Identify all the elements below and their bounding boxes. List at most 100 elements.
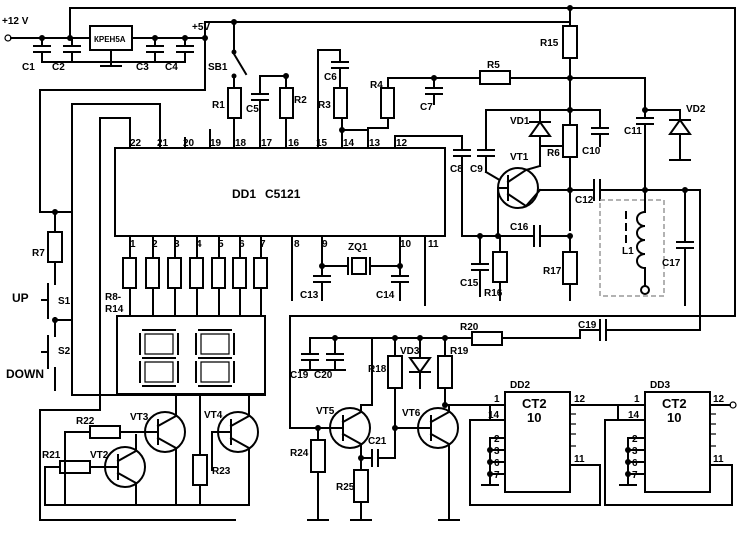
dd1-name: DD1 [232,187,256,201]
dd3-pin-14: 14 [628,410,640,421]
ic-dd2 [469,391,619,506]
capacitor-c19-coupling [579,319,701,341]
dd2-pin-14: 14 [488,410,500,421]
label-vt2: VT2 [90,450,109,461]
dd3-name: DD3 [650,380,670,391]
dd2-pin-11: 11 [574,454,585,465]
dd1-pin-18: 18 [235,138,247,149]
dd2-pin-12: 12 [574,394,586,405]
label-r22: R22 [76,416,95,427]
resistor-array-r8-r14 [122,257,268,317]
dd1-pin-3: 3 [174,239,180,250]
buttons-up-down [39,103,73,391]
label-c14: C14 [376,290,395,301]
label-r7: R7 [32,248,45,259]
dd2-name: DD2 [510,380,530,391]
label-c1: C1 [22,62,35,73]
dd1-pin-9: 9 [322,239,328,250]
inductor-l1 [599,189,665,297]
label-c8: C8 [450,164,463,175]
dd1-pin-8: 8 [294,239,300,250]
label-vt4: VT4 [204,410,223,421]
dd1-pin-1: 1 [130,239,136,250]
dd2-pin-3: 3 [494,446,500,457]
dd3-pin-2: 2 [632,434,638,445]
dd1-pin-7: 7 [260,239,266,250]
label-vt3: VT3 [130,412,149,423]
label-c2: C2 [52,62,65,73]
transistor-vt1 [497,145,571,237]
label-vt1: VT1 [510,152,529,163]
c6-r3 [317,49,369,133]
label-vt6: VT6 [402,408,421,419]
label-r19: R19 [450,346,469,357]
label-r18: R18 [368,364,387,375]
dd3-pin-11: 11 [713,454,724,465]
label-r5: R5 [487,60,500,71]
label-c12: C12 [575,195,594,206]
label-c10: C10 [582,146,601,157]
dd1-pin-13: 13 [369,138,381,149]
label-c9: C9 [470,164,483,175]
label-s1: S1 [58,296,71,307]
seven-segment-display [116,315,266,395]
label-r4: R4 [370,80,383,91]
dd1-pin-17: 17 [261,138,273,149]
label-r14: R14 [105,304,124,315]
label-r21: R21 [42,450,61,461]
dd2-pin-1: 1 [494,394,500,405]
label-c17: C17 [662,258,681,269]
label-c6: C6 [324,72,337,83]
label-vd3: VD3 [400,346,420,357]
dd2-pin-2: 2 [494,434,500,445]
dd1-pin-19: 19 [210,138,222,149]
label-c13: C13 [300,290,319,301]
label-r20: R20 [460,322,479,333]
dd1-pin-4: 4 [196,239,202,250]
label-c21: C21 [368,436,387,447]
display-drivers [39,329,266,521]
label-r3: R3 [318,100,331,111]
dd1-pin-5: 5 [218,239,224,250]
label-12v: +12 V [2,16,29,27]
ic-dd1 [114,49,446,306]
dd3-pin-12: 12 [713,394,725,405]
input-capacitors [33,35,194,63]
label-r23: R23 [212,466,231,477]
dd3-pin-1: 1 [634,394,640,405]
dd1-pin-11: 11 [428,239,439,250]
capacitor-c17 [676,187,701,331]
label-c11: C11 [624,126,642,137]
label-c4: C4 [165,62,178,73]
crystal-zq1 [313,257,409,301]
dd1-pin-6: 6 [239,239,245,250]
dd1-pin-10: 10 [400,239,412,250]
label-r16: R16 [484,288,503,299]
label-r1: R1 [212,100,225,111]
regulator [89,25,133,67]
label-c15: C15 [460,278,479,289]
label-vd2: VD2 [686,104,706,115]
label-sb1: SB1 [208,62,228,73]
c11-vd2 [636,107,692,193]
r4-c7-r5 [367,70,646,129]
dd1-pin-22: 22 [130,138,142,149]
dd3-part-1: CT2 [662,396,687,411]
c15-c16-r16-r17 [461,225,578,301]
dd1-pin-16: 16 [288,138,300,149]
label-c19-coupling: C19 [578,320,597,331]
label-s2: S2 [58,346,71,357]
label-c5: C5 [246,104,259,115]
label-r17: R17 [543,266,562,277]
dd3-pin-3: 3 [632,446,638,457]
dd1-pin-15: 15 [316,138,328,149]
dd1-pin-21: 21 [157,138,169,149]
label-r2: R2 [294,95,307,106]
dd1-pin-14: 14 [343,138,355,149]
dd2-pin-7: 7 [494,470,500,481]
dd3-pin-7: 7 [632,470,638,481]
dd1-pin-20: 20 [183,138,195,149]
label-l1: L1 [622,246,634,257]
dd1-part: C5121 [265,187,301,201]
